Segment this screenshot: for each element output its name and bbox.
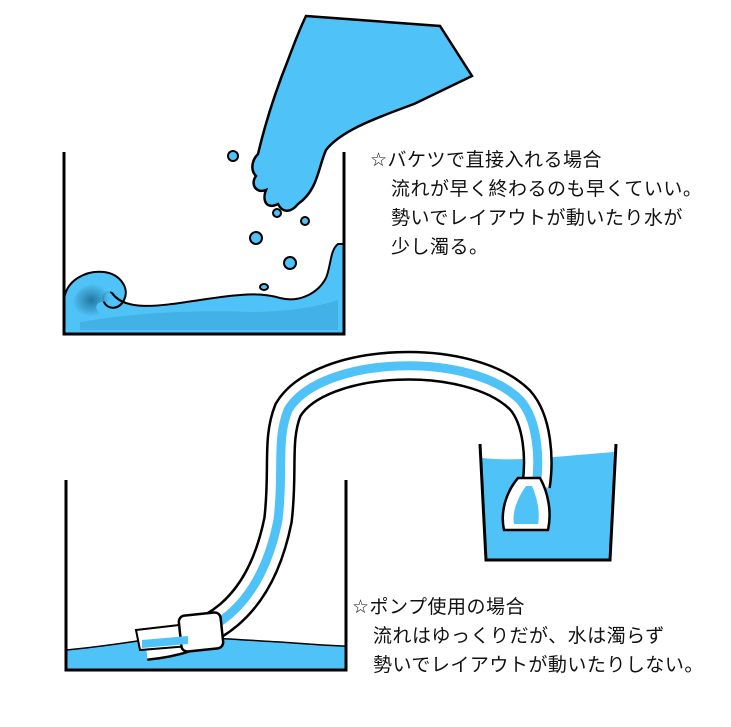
- pump-method-note: ☆ポンプ使用の場合 流れはゆっくりだが、水は濁らず 勢いでレイアウトが動いたりし…: [352, 593, 704, 680]
- water-droplet: [283, 256, 297, 270]
- bucket-method-heading: ☆バケツで直接入れる場合: [370, 149, 603, 171]
- bucket-pour-scene: [62, 14, 474, 336]
- hose-water-line: [145, 361, 543, 651]
- pump-method-line: 勢いでレイアウトが動いたりしない。: [373, 654, 704, 676]
- tank-outline: [64, 480, 348, 672]
- water-droplet: [300, 216, 310, 226]
- pump-scene: [64, 350, 618, 672]
- tank-water-wavy: [63, 243, 345, 335]
- tank-outline: [62, 152, 346, 336]
- hose-nozzle-water: [513, 486, 539, 524]
- bucket-method-line: 勢いでレイアウトが動いたり水が: [391, 207, 683, 229]
- tank-water-calm: [65, 636, 347, 671]
- pump-water: [142, 636, 188, 648]
- water-droplet: [249, 231, 263, 245]
- water-droplet: [227, 150, 239, 162]
- pouring-water-stream: [251, 14, 474, 212]
- bucket-method-line: 少し濁る。: [391, 236, 489, 258]
- bucket-method-line: 流れが早く終わるのも早くていい。: [391, 178, 703, 200]
- water-droplet: [272, 208, 282, 218]
- pump-method-line: 流れはゆっくりだが、水は濁らず: [373, 625, 665, 647]
- bucket-method-note: ☆バケツで直接入れる場合 流れが早く終わるのも早くていい。 勢いでレイアウトが動…: [370, 146, 702, 262]
- swirl-shade: [71, 283, 111, 317]
- pump-method-heading: ☆ポンプ使用の場合: [352, 596, 525, 618]
- water-droplet: [259, 283, 269, 291]
- bucket-outline: [478, 443, 618, 562]
- pump-body: [177, 611, 225, 653]
- water-shade: [80, 300, 338, 330]
